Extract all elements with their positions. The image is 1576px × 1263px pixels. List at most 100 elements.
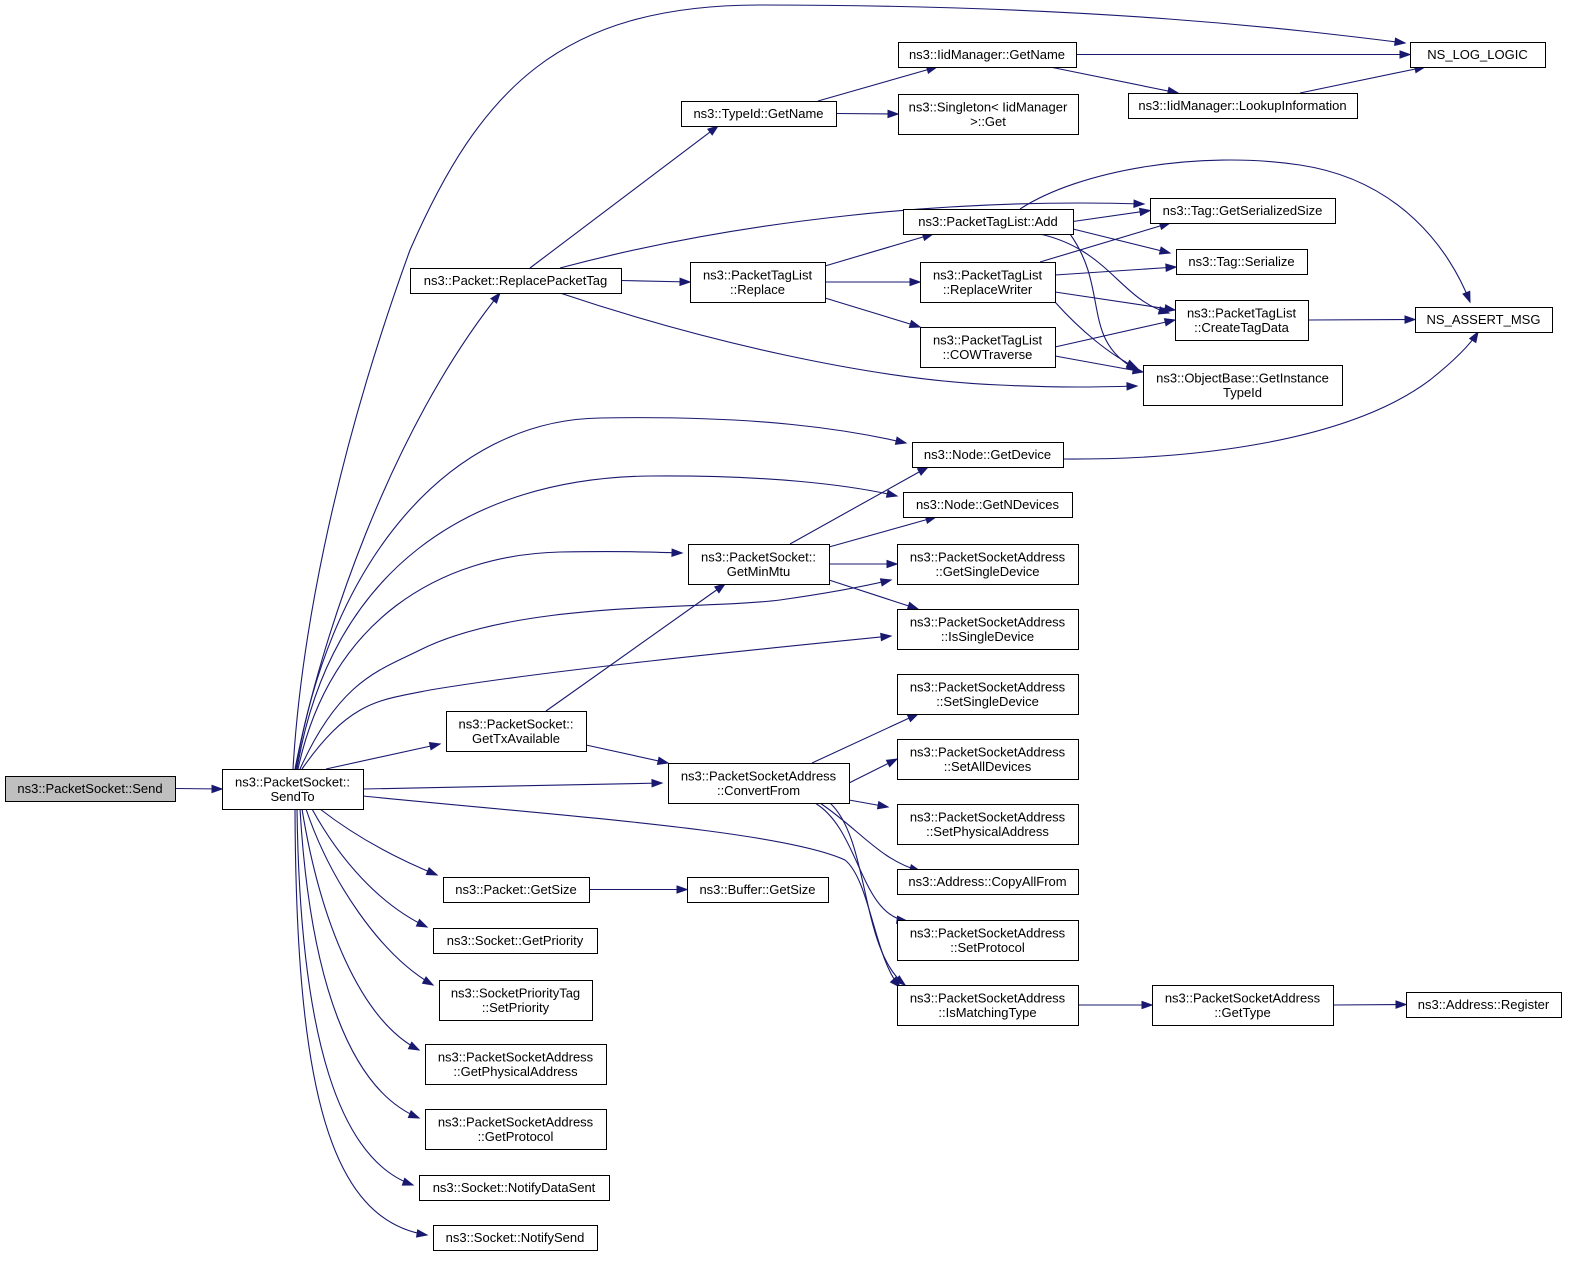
arrow-head (1404, 315, 1417, 324)
call-edge (559, 199, 1146, 269)
node-box (897, 920, 1079, 961)
function-node-psasetphys[interactable]: ns3::PacketSocketAddress::SetPhysicalAdd… (897, 804, 1079, 845)
node-label: ns3::Tag::Serialize (1188, 254, 1294, 269)
call-edge (362, 778, 664, 790)
function-node-addrreg[interactable]: ns3::Address::Register (1406, 992, 1562, 1018)
function-node-singleton[interactable]: ns3::Singleton< IidManager>::Get (898, 94, 1079, 135)
call-edge (1076, 50, 1412, 59)
function-node-spt[interactable]: ns3::SocketPriorityTag::SetPriority (439, 980, 593, 1021)
call-edge (559, 292, 1139, 391)
function-node-psasetsingle[interactable]: ns3::PacketSocketAddress::SetSingleDevic… (897, 674, 1079, 715)
arrow-head (671, 548, 684, 557)
arrow-head (415, 1229, 429, 1238)
function-node-socknotifysend[interactable]: ns3::Socket::NotifySend (433, 1225, 598, 1251)
node-label: ns3::Socket::NotifyDataSent (433, 1180, 596, 1195)
function-node-nodegetdev[interactable]: ns3::Node::GetDevice (912, 442, 1064, 468)
function-node-nsassert[interactable]: NS_ASSERT_MSG (1415, 307, 1553, 333)
function-node-iidlookup[interactable]: ns3::IidManager::LookupInformation (1128, 93, 1358, 119)
function-node-tagser[interactable]: ns3::Tag::Serialize (1176, 249, 1308, 275)
arrow-head (1126, 381, 1139, 391)
node-label: ns3::Packet::GetSize (455, 882, 576, 897)
node-label: ns3::PacketSocketAddress (681, 768, 837, 783)
function-node-ptlcreatetag[interactable]: ns3::PacketTagList::CreateTagData (1175, 300, 1309, 341)
node-label: ::COWTraverse (943, 347, 1033, 362)
function-node-typeidgetname[interactable]: ns3::TypeId::GetName (681, 101, 837, 127)
arrow-head (656, 756, 670, 765)
call-edge (1054, 291, 1177, 313)
arrow-head (1399, 50, 1412, 59)
node-label: GetMinMtu (727, 564, 791, 579)
function-node-psaismatch[interactable]: ns3::PacketSocketAddress::IsMatchingType (897, 985, 1079, 1026)
call-edge (829, 802, 907, 986)
call-edge (299, 808, 421, 1119)
call-edge (174, 784, 224, 794)
call-edge (824, 297, 922, 329)
node-label: ns3::IidManager::LookupInformation (1138, 98, 1346, 113)
node-box (897, 869, 1079, 895)
call-edge (824, 232, 935, 267)
function-node-ptlreplace[interactable]: ns3::PacketTagList::Replace (690, 262, 826, 303)
function-node-psaissingle[interactable]: ns3::PacketSocketAddress::IsSingleDevice (897, 609, 1079, 650)
call-edge (848, 758, 899, 784)
node-box (446, 711, 587, 752)
node-label: ns3::PacketSocketAddress (910, 809, 1066, 824)
node-box (897, 985, 1079, 1026)
node-label: ns3::Node::GetNDevices (916, 497, 1060, 512)
function-node-ptlreplacewriter[interactable]: ns3::PacketTagList::ReplaceWriter (920, 262, 1056, 303)
function-node-addrcopy[interactable]: ns3::Address::CopyAllFrom (897, 869, 1079, 895)
function-node-psgettx[interactable]: ns3::PacketSocket::GetTxAvailable (446, 711, 587, 752)
arrow-head (1395, 1000, 1408, 1009)
node-label: ns3::Node::GetDevice (924, 447, 1051, 462)
node-label: ::GetPhysicalAddress (453, 1064, 578, 1079)
node-box (410, 268, 622, 294)
call-edge (789, 466, 930, 545)
function-node-psasetproto[interactable]: ns3::PacketSocketAddress::SetProtocol (897, 920, 1079, 961)
function-node-nslog[interactable]: NS_LOG_LOGIC (1410, 42, 1546, 68)
function-node-psagetproto[interactable]: ns3::PacketSocketAddress::GetProtocol (425, 1109, 607, 1150)
node-label: ::ReplaceWriter (943, 282, 1033, 297)
node-box (433, 928, 598, 954)
function-node-psagetphys[interactable]: ns3::PacketSocketAddress::GetPhysicalAdd… (425, 1044, 607, 1085)
function-node-ptladd[interactable]: ns3::PacketTagList::Add (903, 209, 1074, 235)
function-node-nodegetndev[interactable]: ns3::Node::GetNDevices (903, 492, 1073, 518)
node-box (222, 769, 364, 810)
arrow-head (886, 559, 899, 569)
function-node-psgetminmtu[interactable]: ns3::PacketSocket::GetMinMtu (688, 544, 830, 585)
node-label: ns3::PacketSocketAddress (910, 679, 1066, 694)
function-node-sendto[interactable]: ns3::PacketSocket::SendTo (222, 769, 364, 810)
function-node-pktgetsize[interactable]: ns3::Packet::GetSize (443, 877, 590, 903)
arrow-head (894, 975, 907, 986)
function-node-bufgetsize[interactable]: ns3::Buffer::GetSize (687, 877, 829, 903)
call-edge (589, 885, 689, 894)
call-edge (1054, 318, 1177, 348)
node-label: ::GetSingleDevice (935, 564, 1039, 579)
node-box (920, 262, 1056, 303)
function-node-psasetall[interactable]: ns3::PacketSocketAddress::SetAllDevices (897, 739, 1079, 780)
function-node-socknotifydata[interactable]: ns3::Socket::NotifyDataSent (419, 1175, 610, 1201)
node-box (688, 544, 830, 585)
function-node-replacepackettag[interactable]: ns3::Packet::ReplacePacketTag (410, 268, 622, 294)
function-node-sockgetprio[interactable]: ns3::Socket::GetPriority (433, 928, 598, 954)
function-node-psagetsingle[interactable]: ns3::PacketSocketAddress::GetSingleDevic… (897, 544, 1079, 585)
function-node-psaconvert[interactable]: ns3::PacketSocketAddress::ConvertFrom (668, 763, 850, 804)
node-label: ns3::PacketTagList (703, 267, 813, 282)
arrow-head (1163, 318, 1177, 327)
arrow-head (880, 632, 893, 642)
call-edge (294, 291, 501, 770)
node-box (1176, 249, 1308, 275)
arrow-head (1133, 199, 1146, 208)
node-box (1410, 42, 1546, 68)
node-label: ::GetProtocol (478, 1129, 554, 1144)
function-node-ptlcow[interactable]: ns3::PacketTagList::COWTraverse (920, 327, 1056, 368)
node-label: ns3::PacketTagList (933, 267, 1043, 282)
call-edge (1069, 233, 1139, 371)
call-edge (1054, 263, 1178, 276)
function-node-taggetser[interactable]: ns3::Tag::GetSerializedSize (1150, 198, 1336, 224)
node-label: ::SetPhysicalAddress (926, 824, 1049, 839)
node-box (668, 763, 850, 804)
function-node-iidgetname[interactable]: ns3::IidManager::GetName (898, 42, 1077, 68)
function-node-send[interactable]: ns3::PacketSocket::Send (5, 776, 176, 802)
function-node-psagettype[interactable]: ns3::PacketSocketAddress::GetType (1152, 985, 1334, 1026)
node-label: ns3::PacketSocket::Send (17, 781, 162, 796)
